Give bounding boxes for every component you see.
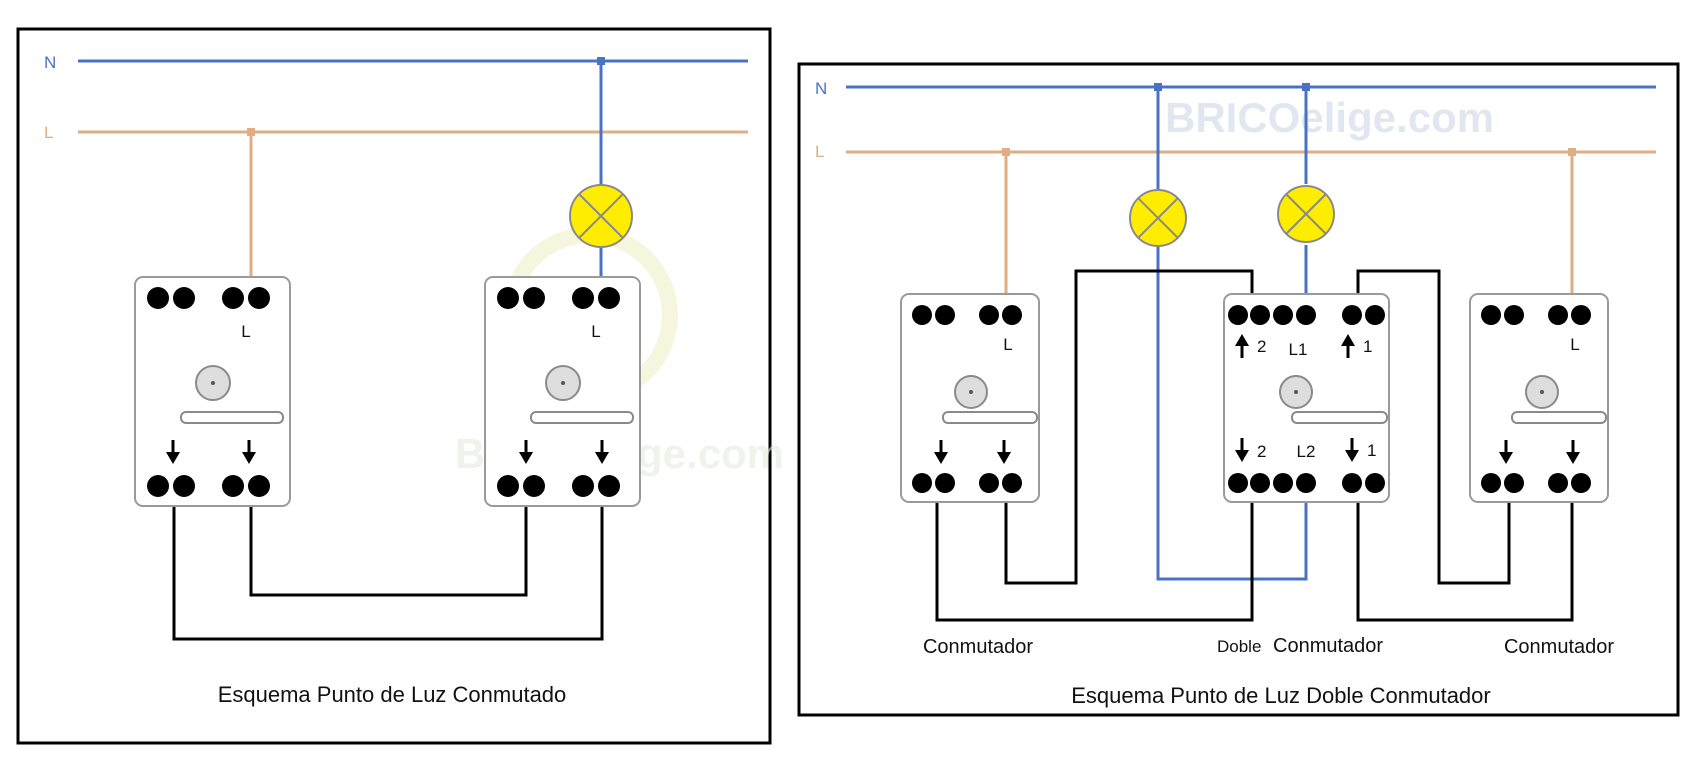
right-traveler-c: [1356, 269, 1511, 585]
right-live-junction-left: [1002, 148, 1010, 156]
right-lamp-1: [1129, 189, 1187, 247]
right-lamp1-to-L2: [1156, 246, 1308, 581]
right-live-junction-right: [1568, 148, 1576, 156]
right-left-switch: L: [900, 293, 1040, 503]
left-traveler-outer: [172, 486, 604, 641]
right-neutral-label: N: [815, 79, 827, 98]
left-live-junction: [247, 128, 255, 136]
right-live-label: L: [815, 142, 824, 161]
right-caption: Esquema Punto de Luz Doble Conmutador: [1071, 683, 1490, 708]
right-traveler-b: [935, 486, 1254, 622]
double-switch-bot-right: 1: [1367, 441, 1376, 460]
left-panel: BRICOelige.com N L L: [16, 27, 784, 745]
left-switch-1: L: [134, 276, 291, 507]
double-switch-top-left: 2: [1257, 337, 1266, 356]
double-switch-bot-left: 2: [1257, 442, 1266, 461]
left-traveler-inner: [249, 486, 528, 597]
left-switch-2-terminal: L: [591, 322, 600, 341]
right-middle-device-prefix: Doble: [1217, 637, 1261, 656]
left-switch-1-terminal: L: [241, 322, 250, 341]
left-panel-frame: [16, 27, 772, 745]
right-lamp-2: [1277, 185, 1335, 243]
left-lamp: [569, 184, 633, 248]
right-right-switch-terminal: L: [1570, 335, 1579, 354]
left-switch-2: L: [484, 276, 641, 507]
right-watermark-text: BRICOelige.com: [1165, 94, 1494, 141]
double-switch-bot-mid: L2: [1297, 442, 1316, 461]
left-caption: Esquema Punto de Luz Conmutado: [218, 682, 567, 707]
right-left-switch-terminal: L: [1003, 335, 1012, 354]
right-right-device-name: Conmutador: [1504, 636, 1614, 658]
right-traveler-a: [1004, 269, 1254, 585]
right-middle-device-name: Conmutador: [1273, 635, 1383, 657]
right-left-device-name: Conmutador: [923, 636, 1033, 658]
right-traveler-d: [1356, 486, 1574, 622]
right-right-switch: L: [1469, 293, 1609, 503]
right-double-switch: 2 L1 1 2 L2 1: [1223, 293, 1390, 503]
double-switch-top-mid: L1: [1289, 340, 1308, 359]
right-panel: BRICOelige.com N L: [797, 62, 1680, 717]
left-neutral-label: N: [44, 53, 56, 72]
left-neutral-junction: [597, 57, 605, 65]
left-live-label: L: [44, 123, 53, 142]
double-switch-top-right: 1: [1363, 337, 1372, 356]
